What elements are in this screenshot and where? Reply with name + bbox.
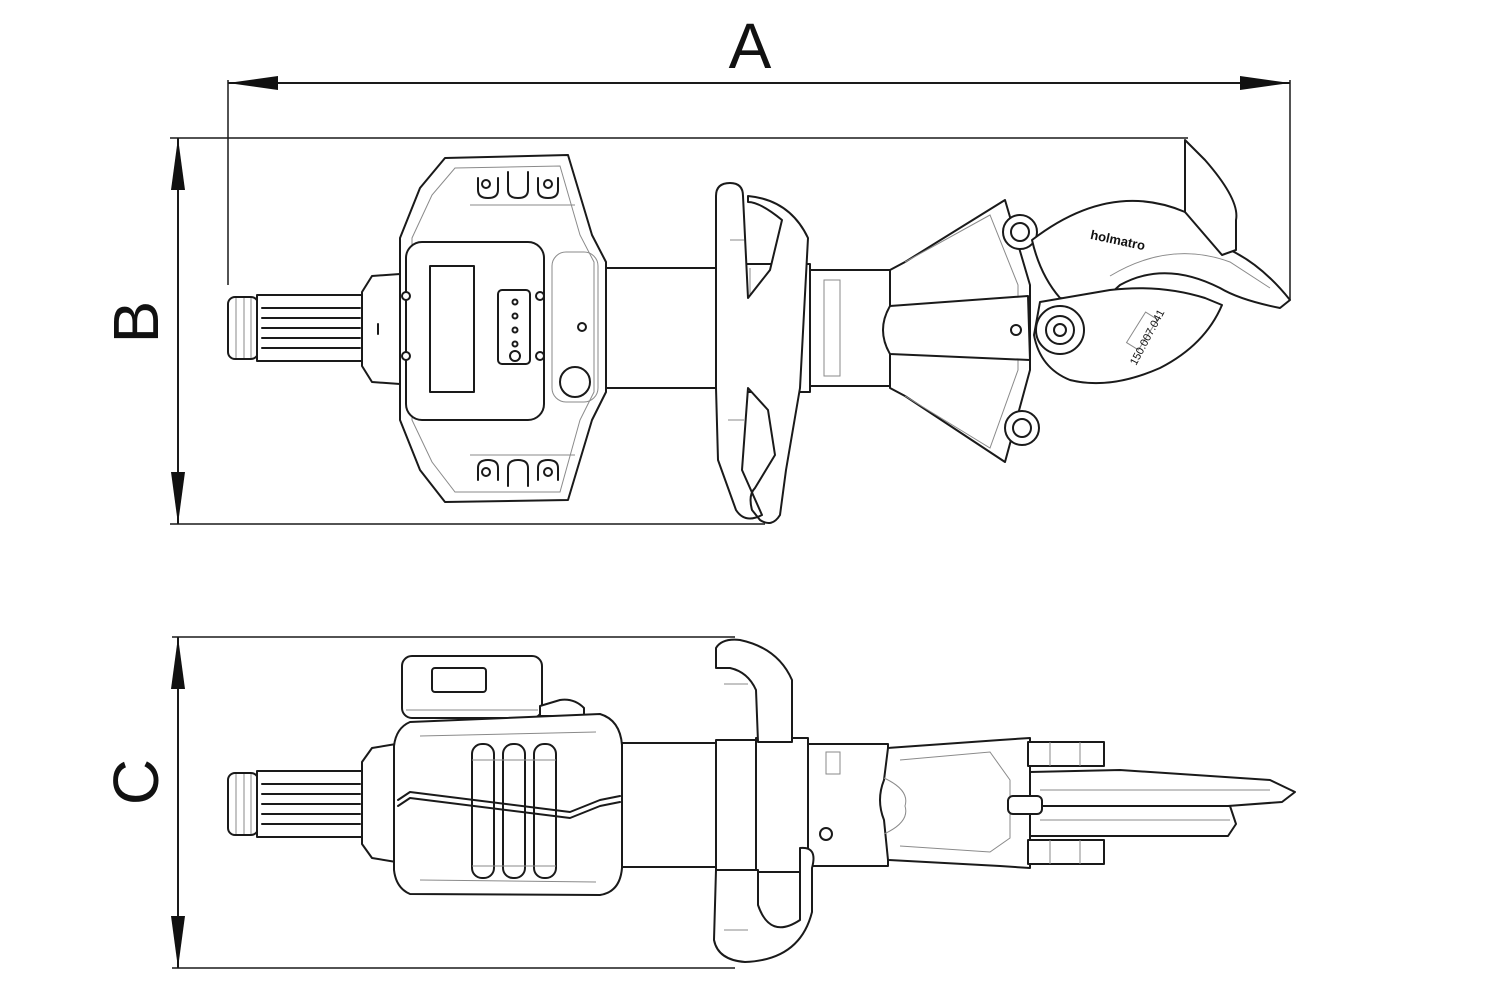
arrow-right-icon bbox=[1240, 76, 1290, 90]
control-housing bbox=[399, 154, 607, 503]
dimension-b-label: B bbox=[100, 301, 172, 344]
cutting-blades: holmatro 150.007.041 bbox=[1031, 139, 1291, 385]
hose-coupling-side bbox=[227, 743, 397, 863]
dimension-b: B bbox=[100, 137, 1188, 525]
cylinder-body-side bbox=[621, 737, 889, 873]
arrow-up-icon bbox=[171, 637, 185, 689]
dimension-a: A bbox=[227, 10, 1291, 300]
tool-top-view: holmatro 150.007.041 bbox=[227, 139, 1291, 525]
tool-side-view bbox=[227, 638, 1296, 963]
cutting-blades-side bbox=[1007, 769, 1296, 837]
arrow-down-icon bbox=[171, 472, 185, 524]
blade-holder-side bbox=[879, 737, 1105, 869]
carrying-handle-side bbox=[713, 638, 815, 963]
hose-coupling bbox=[227, 273, 401, 385]
arrow-up-icon bbox=[171, 138, 185, 190]
dimension-c: C bbox=[100, 636, 735, 969]
arrow-down-icon bbox=[171, 916, 185, 968]
display-pod bbox=[401, 655, 585, 719]
dimension-a-label: A bbox=[729, 10, 772, 82]
carrying-handle bbox=[715, 182, 809, 525]
blade-holder bbox=[882, 199, 1040, 463]
control-housing-side bbox=[393, 713, 623, 896]
dimension-c-label: C bbox=[100, 759, 172, 805]
arrow-left-icon bbox=[228, 76, 278, 90]
